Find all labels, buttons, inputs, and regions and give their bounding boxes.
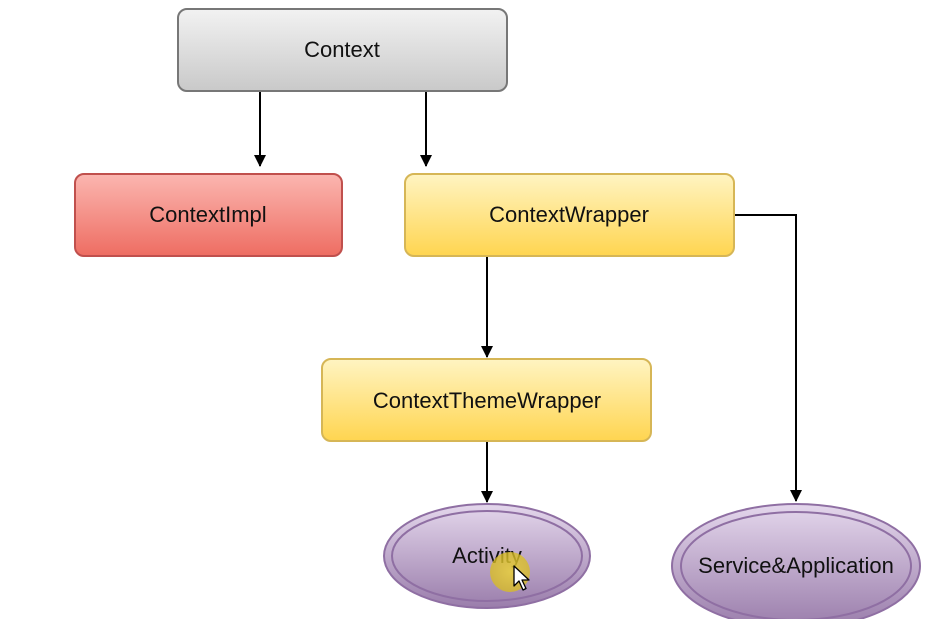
node-contextthemewrapper[interactable]: ContextThemeWrapper (321, 358, 652, 442)
node-contextimpl[interactable]: ContextImpl (74, 173, 343, 257)
node-context[interactable]: Context (177, 8, 508, 92)
node-contextwrapper-box (404, 173, 735, 257)
node-context-label: Context (304, 37, 380, 62)
edges (254, 92, 802, 503)
node-service-application-inner (680, 511, 912, 619)
node-activity-inner (391, 510, 583, 602)
node-contextimpl-box (74, 173, 343, 257)
node-activity-outer (383, 503, 591, 609)
node-contextthemewrapper-label: ContextThemeWrapper (373, 388, 601, 413)
node-contextwrapper[interactable]: ContextWrapper (404, 173, 735, 257)
node-service-application[interactable]: Service&Application (671, 503, 921, 619)
node-service-application-outer (671, 503, 921, 619)
node-activity[interactable]: Activity (383, 503, 591, 609)
node-contextthemewrapper-box (321, 358, 652, 442)
node-context-box (177, 8, 508, 92)
pointer-cursor-icon (513, 565, 530, 591)
node-service-application-label: Service&Application (698, 553, 894, 578)
node-contextwrapper-label: ContextWrapper (489, 202, 649, 227)
edge-contextwrapper-to-service-application (735, 214, 802, 502)
node-contextimpl-label: ContextImpl (149, 202, 266, 227)
cursor-overlay (490, 552, 530, 592)
